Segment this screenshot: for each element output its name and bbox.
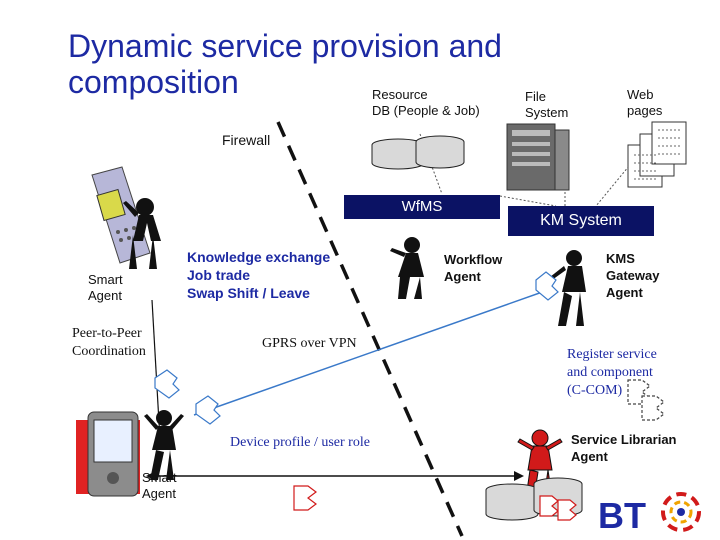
workflow-agent-label: Workflow Agent — [444, 252, 503, 284]
agent-figure-icon — [123, 198, 586, 480]
kms-gateway-agent-label: KMS Gateway Agent — [606, 251, 660, 300]
service-librarian-label: Service Librarian Agent — [571, 432, 677, 464]
knowledge-exchange-label: Knowledge exchange Job trade Swap Shift … — [187, 249, 331, 301]
bt-logo-icon: BT — [598, 492, 701, 536]
database-icon — [371, 135, 465, 170]
web-pages-label: Web pages — [627, 87, 663, 118]
firewall-line — [276, 121, 464, 537]
page-title: Dynamic service provision and compositio… — [68, 28, 502, 100]
gprs-vpn-line — [193, 289, 549, 416]
smart-agent-bottom-label: Smart Agent — [142, 470, 177, 501]
svg-text:BT: BT — [598, 495, 646, 536]
wfms-bar: WfMS — [344, 195, 500, 219]
gprs-vpn-label: GPRS over VPN — [262, 336, 357, 351]
register-service-label: Register service and component (C-COM) — [567, 347, 657, 398]
pda-icon — [76, 411, 140, 497]
device-profile-arrow — [146, 471, 524, 481]
peer-to-peer-label: Peer-to-Peer Coordination — [72, 326, 146, 359]
smart-agent-top-label: Smart Agent — [88, 272, 123, 303]
server-icon — [506, 123, 570, 191]
firewall-label: Firewall — [222, 132, 271, 148]
device-profile-label: Device profile / user role — [230, 435, 370, 450]
km-system-bar: KM System — [508, 206, 654, 236]
web-pages-icon — [627, 121, 687, 188]
file-system-label: File System — [525, 89, 569, 120]
resource-db-label: Resource DB (People & Job) — [372, 87, 480, 118]
component-icon — [154, 271, 665, 521]
database-icon-bottom — [485, 477, 583, 521]
